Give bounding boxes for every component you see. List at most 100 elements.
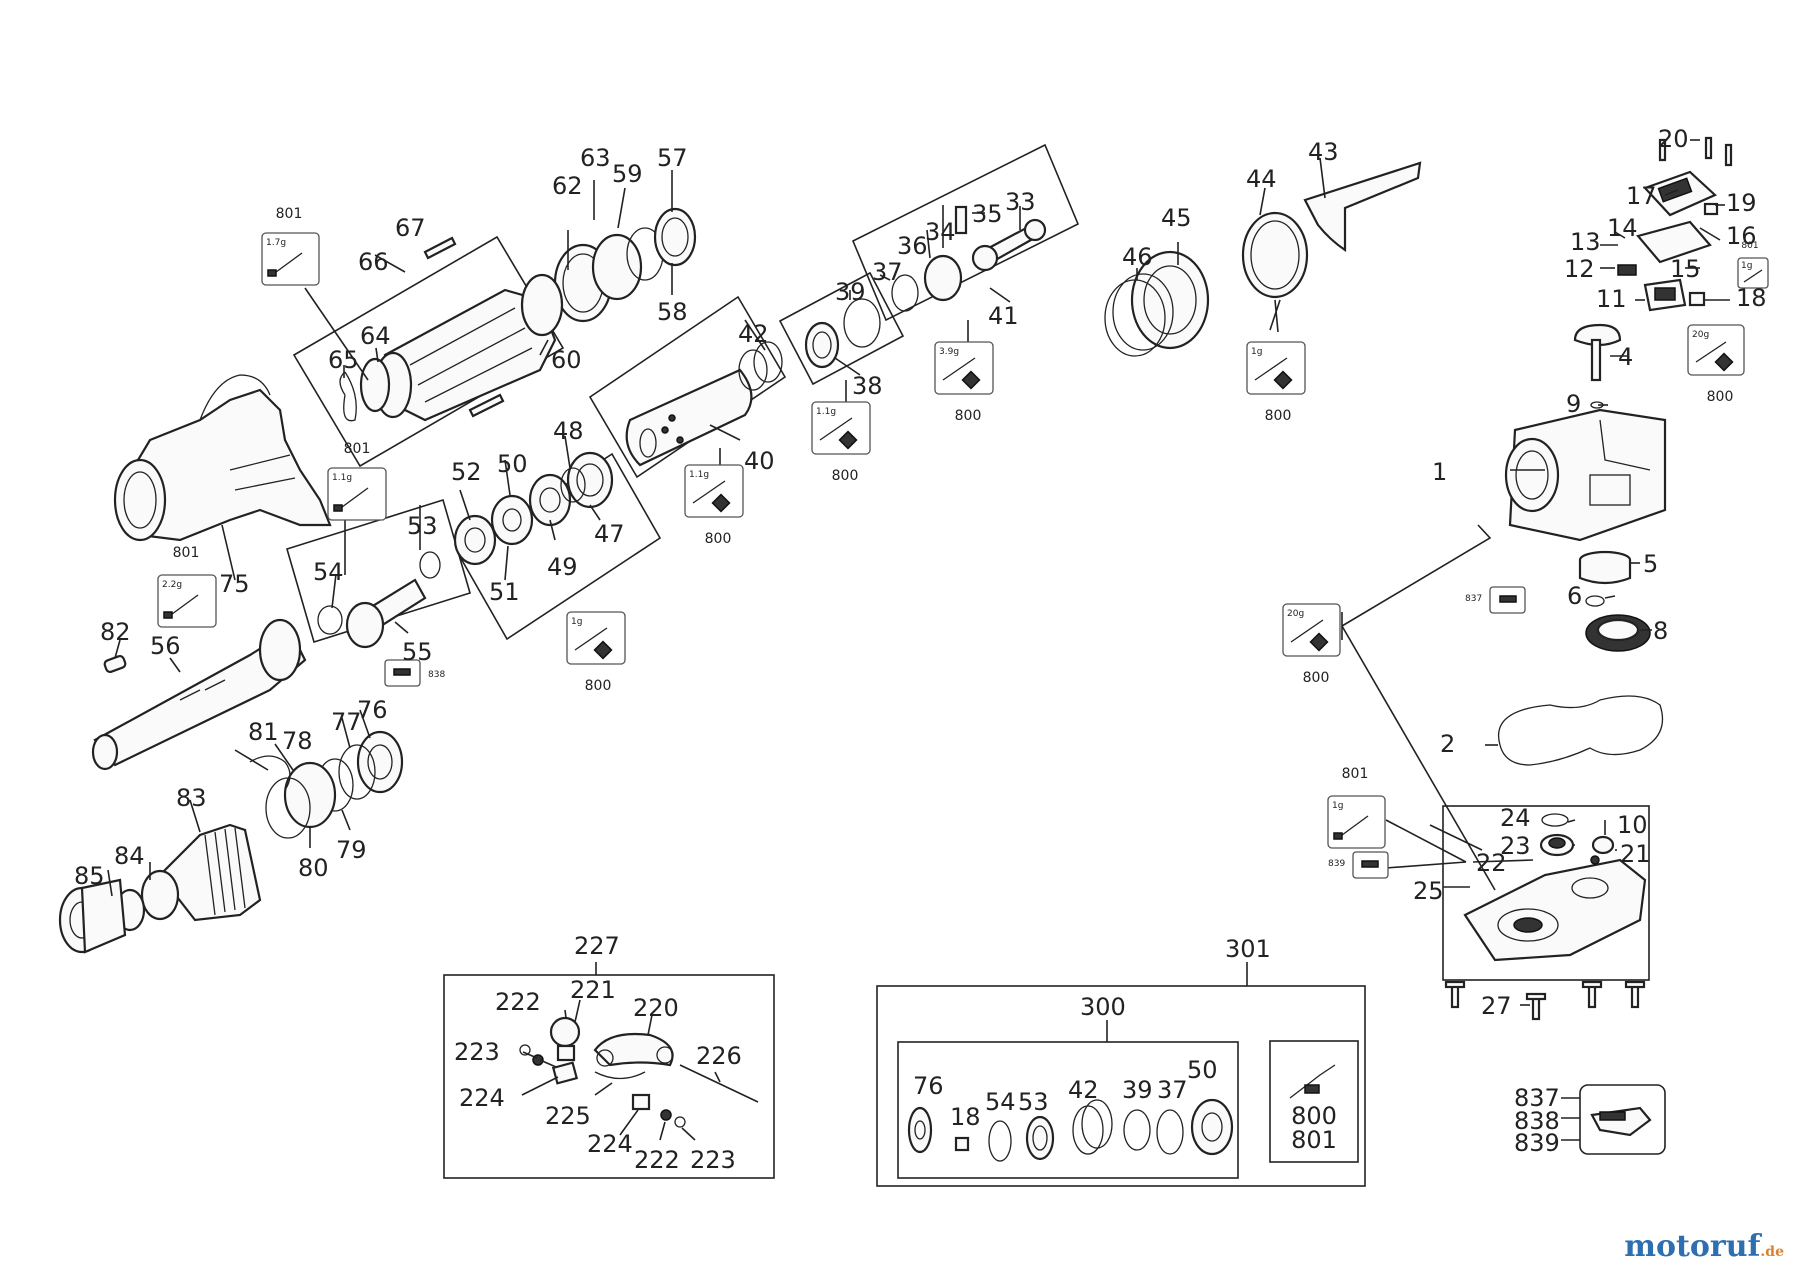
grease-icon-g3: 801 2.2g — [157, 545, 217, 628]
svg-text:800: 800 — [1303, 670, 1330, 686]
svg-text:1.1g: 1.1g — [689, 470, 709, 480]
label-34: 34 — [925, 218, 956, 246]
label-13: 13 — [1570, 228, 1601, 256]
label-53: 53 — [407, 512, 438, 540]
label-76: 76 — [357, 696, 388, 724]
box-38 — [778, 271, 905, 386]
parts — [58, 136, 1733, 1162]
label-301: 301 — [1225, 935, 1271, 963]
svg-text:3.9g: 3.9g — [939, 347, 959, 357]
label-300: 300 — [1080, 993, 1126, 1021]
label-49: 49 — [547, 553, 578, 581]
label-39: 39 — [835, 278, 866, 306]
label-56: 56 — [150, 632, 181, 660]
parts-83-85 — [58, 823, 262, 954]
box-41 — [851, 143, 1080, 322]
label-48: 48 — [553, 417, 584, 445]
label-225: 225 — [545, 1102, 591, 1130]
label-222a: 222 — [495, 988, 541, 1016]
grease-icons: 801 1.7g 801 1.1g 801 2.2g 1.1g 800 1g — [157, 206, 1769, 849]
label-16: 16 — [1726, 222, 1757, 250]
label-63: 63 — [580, 144, 611, 172]
label-5: 5 — [1643, 550, 1658, 578]
label-kit-42: 42 — [1068, 1076, 1099, 1104]
part-65-circlip — [339, 371, 357, 422]
svg-text:837: 837 — [1465, 594, 1482, 604]
svg-text:1.1g: 1.1g — [332, 473, 352, 483]
label-50: 50 — [497, 450, 528, 478]
label-25: 25 — [1413, 877, 1444, 905]
part-40-piston — [625, 341, 783, 467]
label-22: 22 — [1476, 849, 1507, 877]
label-6: 6 — [1567, 582, 1582, 610]
label-52: 52 — [451, 458, 482, 486]
box-55 — [286, 498, 471, 644]
label-18: 18 — [1736, 284, 1767, 312]
label-41: 41 — [988, 302, 1019, 330]
label-67: 67 — [395, 214, 426, 242]
clip-tag-837: 837 — [1465, 586, 1526, 614]
svg-text:839: 839 — [1328, 859, 1345, 869]
label-47: 47 — [594, 520, 625, 548]
svg-text:1.7g: 1.7g — [266, 238, 286, 248]
label-839: 839 — [1514, 1129, 1560, 1157]
label-222b: 222 — [634, 1146, 680, 1174]
box-25 — [1442, 805, 1650, 981]
label-23: 23 — [1500, 832, 1531, 860]
leader-lines — [107, 139, 1730, 1141]
svg-text:800: 800 — [955, 408, 982, 424]
label-65: 65 — [328, 346, 359, 374]
part-38-39 — [804, 298, 881, 369]
label-75: 75 — [219, 570, 250, 598]
label-40: 40 — [744, 447, 775, 475]
part-75-housing — [113, 374, 332, 542]
label-79: 79 — [336, 836, 367, 864]
label-224a: 224 — [459, 1084, 505, 1112]
label-8: 8 — [1653, 617, 1668, 645]
label-59: 59 — [612, 160, 643, 188]
label-226: 226 — [696, 1042, 742, 1070]
part-25-cover — [1463, 813, 1647, 962]
label-223b: 223 — [690, 1146, 736, 1174]
label-66: 66 — [358, 248, 389, 276]
parts-5-8 — [1578, 550, 1651, 652]
parts-300-kit — [907, 1064, 1336, 1162]
label-11: 11 — [1596, 285, 1627, 313]
part-number-labels: 1 2 4 5 6 8 9 10 11 12 13 14 15 16 17 18… — [74, 125, 1767, 1174]
grease-icon-g7: 3.9g 800 — [934, 341, 994, 424]
svg-text:1g: 1g — [571, 617, 582, 627]
label-78: 78 — [282, 727, 313, 755]
grease-icon-g10: 20g 800 — [1282, 603, 1341, 686]
label-77: 77 — [331, 708, 362, 736]
label-80: 80 — [298, 854, 329, 882]
part-27-screws — [1444, 980, 1646, 1021]
label-19: 19 — [1726, 189, 1757, 217]
svg-text:800: 800 — [705, 531, 732, 547]
label-51: 51 — [489, 578, 520, 606]
label-kit-801: 801 — [1291, 1126, 1337, 1154]
parts-11-20 — [1573, 136, 1733, 409]
grease-icon-g6: 1.1g 800 — [684, 464, 744, 547]
part-67-pins — [423, 236, 505, 418]
label-4: 4 — [1618, 343, 1633, 371]
label-85: 85 — [74, 862, 105, 890]
parts-220-226 — [519, 1016, 759, 1128]
box-301 — [876, 985, 1366, 1187]
label-43: 43 — [1308, 138, 1339, 166]
label-45: 45 — [1161, 204, 1192, 232]
grease-icon-g1: 801 1.7g — [261, 206, 320, 286]
label-220: 220 — [633, 994, 679, 1022]
grease-icon-g8: 1g 800 — [1246, 341, 1306, 424]
grease-icon-g2: 801 1.1g — [327, 441, 387, 521]
label-84: 84 — [114, 842, 145, 870]
part-82-pin — [103, 654, 127, 674]
label-37: 37 — [872, 258, 903, 286]
label-14: 14 — [1607, 214, 1638, 242]
parts-47-53 — [419, 451, 614, 579]
site-logo: motoruf.de — [1624, 1229, 1784, 1264]
label-838: 838 — [1514, 1107, 1560, 1135]
label-227: 227 — [574, 932, 620, 960]
label-33: 33 — [1005, 188, 1036, 216]
svg-text:1g: 1g — [1251, 347, 1262, 357]
label-38: 38 — [852, 372, 883, 400]
